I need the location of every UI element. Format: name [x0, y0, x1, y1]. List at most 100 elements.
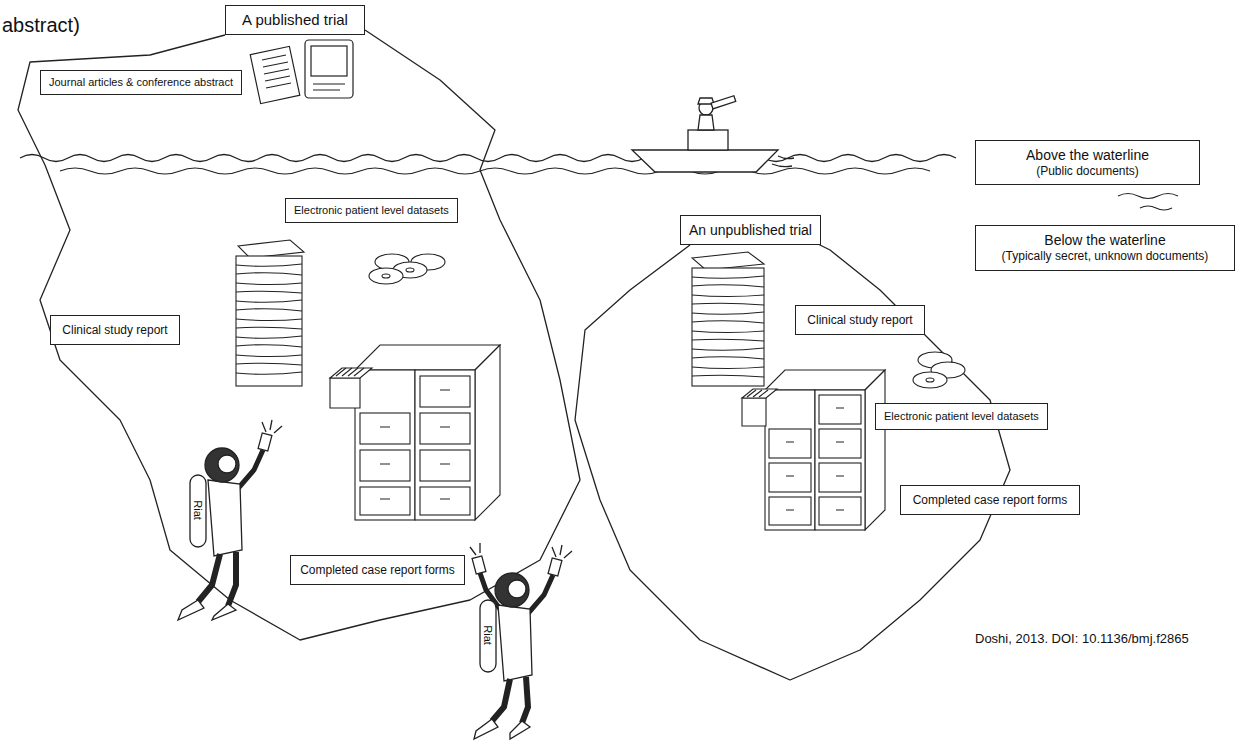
cd-hole	[926, 378, 934, 382]
text-box: An unpublished trial	[680, 215, 821, 245]
box-heading: Clinical study report	[62, 323, 167, 337]
text-box: Journal articles & conference abstract	[40, 70, 242, 95]
stack-body	[692, 268, 764, 386]
cabinet-front	[415, 370, 475, 520]
cd-hole	[406, 268, 414, 272]
drawer	[360, 450, 410, 481]
flashlight	[258, 433, 272, 451]
flashlight	[472, 556, 486, 574]
telescope	[711, 96, 736, 109]
paper-stack	[236, 240, 304, 386]
text-box: Clinical study report	[50, 315, 180, 345]
light-rays	[470, 543, 572, 558]
scuba-diver	[178, 420, 282, 620]
diver-head	[495, 573, 529, 607]
cabinet-front	[815, 390, 865, 530]
drawer	[360, 487, 410, 515]
cabinet-front	[355, 370, 415, 520]
box-heading: Above the waterline	[1026, 147, 1149, 164]
cd-discs	[913, 352, 965, 388]
box-heading: Clinical study report	[807, 313, 912, 327]
text-box: Electronic patient level datasets	[285, 198, 458, 223]
air-tank	[190, 475, 206, 547]
tank-logo: Riat	[192, 500, 204, 520]
drawer-handles	[380, 390, 450, 499]
open-drawer	[742, 398, 766, 426]
open-drawer-top	[330, 368, 372, 378]
box-heading: Below the waterline	[1044, 232, 1165, 249]
diver-fin	[178, 600, 204, 620]
diver-legs	[492, 677, 528, 723]
drawer-folders	[747, 390, 768, 397]
air-tank	[480, 600, 496, 672]
box-subtext: (Public documents)	[1036, 164, 1139, 178]
text-box: Completed case report forms	[900, 485, 1080, 515]
diver-body	[498, 605, 532, 681]
drawer-handles	[786, 408, 844, 510]
text-box: Above the waterline(Public documents)	[975, 140, 1200, 185]
box-subtext: (Typically secret, unknown documents)	[1002, 249, 1209, 263]
stack-top-sheet	[238, 240, 304, 258]
text-box: Electronic patient level datasets	[875, 403, 1048, 430]
boat-wake	[772, 156, 794, 167]
stack-sheets	[236, 264, 302, 374]
wave-line	[1118, 194, 1178, 199]
stack-body	[236, 256, 302, 386]
cd-disc	[369, 268, 403, 284]
light-rays	[262, 420, 282, 433]
stack-sheets	[692, 276, 764, 377]
text-box: Clinical study report	[795, 305, 925, 335]
drawer	[819, 429, 861, 458]
boat-cabin	[688, 130, 728, 150]
diver-head	[205, 448, 239, 482]
stack-top-sheet	[692, 252, 764, 270]
cd-disc	[913, 372, 947, 388]
diver-legs	[198, 552, 236, 606]
drawer	[769, 463, 811, 492]
drawer	[769, 429, 811, 458]
drawer	[420, 376, 470, 407]
drawer	[360, 413, 410, 444]
boat	[632, 96, 794, 172]
cabinet-side	[865, 370, 885, 530]
flashlight	[548, 558, 562, 576]
scuba-diver	[470, 543, 572, 739]
citation-caption: Doshi, 2013. DOI: 10.1136/bmj.f2865	[975, 632, 1189, 646]
cut-off-text: abstract)	[2, 14, 80, 36]
cabinet-front	[765, 390, 815, 530]
tank-logo: Riat	[482, 625, 494, 645]
tablet-screen	[311, 46, 347, 76]
cd-hole	[382, 274, 390, 278]
iceberg-outline	[575, 235, 1010, 680]
open-drawer	[330, 378, 360, 408]
box-heading: Completed case report forms	[913, 493, 1068, 507]
filing-cabinets	[330, 345, 500, 520]
diver-fin	[474, 719, 498, 739]
diver-body	[208, 480, 242, 556]
box-heading: Journal articles & conference abstract	[49, 76, 233, 89]
journal-article-icon	[250, 46, 300, 103]
drawer	[819, 463, 861, 492]
drawer	[420, 450, 470, 481]
wave-line	[60, 168, 930, 174]
wave-line	[20, 155, 956, 162]
text-box: Below the waterline(Typically secret, un…	[975, 225, 1235, 271]
drawer	[420, 487, 470, 515]
box-heading: Electronic patient level datasets	[884, 410, 1039, 423]
tablet-lines	[313, 84, 345, 90]
text-box: Completed case report forms	[290, 555, 465, 585]
wave-line	[1140, 206, 1172, 210]
filing-cabinets	[742, 370, 885, 530]
drawer	[769, 497, 811, 525]
cabinet-top	[765, 370, 885, 390]
diver-fin	[212, 604, 236, 620]
drawer	[420, 413, 470, 444]
paper-lines	[262, 55, 291, 88]
drawer-folders	[336, 368, 364, 376]
diver-mask	[508, 580, 526, 598]
box-heading: Electronic patient level datasets	[294, 204, 449, 217]
sailor-body	[698, 115, 714, 130]
